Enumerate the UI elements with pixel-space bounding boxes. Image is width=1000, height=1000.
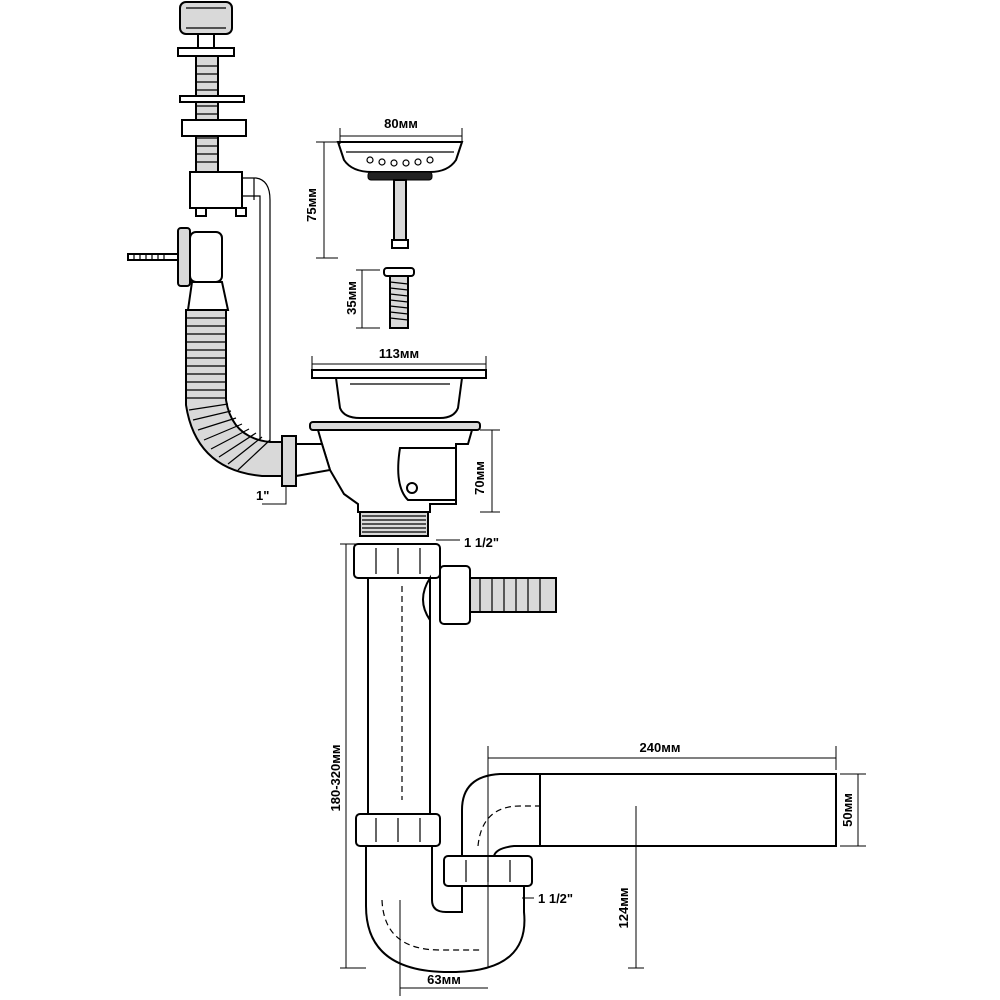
label-trap-depth: 124мм — [616, 888, 631, 929]
overflow-outlet-assembly — [127, 227, 230, 311]
side-inlet-nozzle — [422, 565, 557, 625]
label-bowl-height: 70мм — [472, 461, 487, 495]
label-strainer-width: 80мм — [384, 116, 418, 131]
label-trap-height: 180-320мм — [328, 745, 343, 812]
overflow-knob-assembly — [177, 1, 271, 462]
label-trap-offset: 63мм — [427, 972, 461, 987]
dimension-labels: 80мм 75мм 35мм 113мм 70мм 1" 1 1/2" 180-… — [256, 116, 855, 987]
trap-u-bend — [355, 773, 836, 973]
drain-body — [281, 429, 474, 537]
outlet-pipe — [539, 773, 837, 847]
label-outlet-length: 240мм — [640, 740, 681, 755]
sink-drain-bowl — [309, 369, 487, 431]
label-trap-thread: 1 1/2" — [538, 891, 573, 906]
label-bowl-width: 113мм — [379, 346, 419, 361]
label-outlet-thread: 1 1/2" — [464, 535, 499, 550]
label-outlet-diameter: 50мм — [840, 793, 855, 827]
label-screw-length: 35мм — [344, 281, 359, 315]
trap-vertical-pipe — [353, 543, 441, 815]
label-overflow-thread: 1" — [256, 488, 269, 503]
strainer-basket — [336, 141, 464, 249]
dimension-lines — [262, 128, 866, 996]
connecting-screw — [383, 267, 415, 329]
label-strainer-height: 75мм — [304, 188, 319, 222]
corrugated-overflow-hose — [185, 309, 283, 477]
